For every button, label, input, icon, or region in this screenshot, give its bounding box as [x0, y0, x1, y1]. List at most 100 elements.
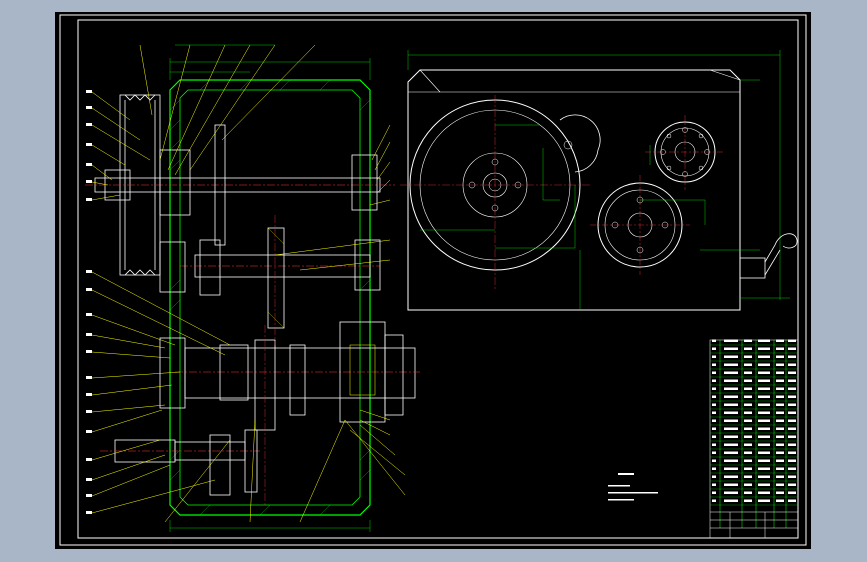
parts-list-cell-mark [776, 443, 784, 446]
parts-list-cell-mark [724, 395, 738, 398]
parts-list-cell-mark [724, 371, 738, 374]
parts-list-cell-mark [744, 355, 752, 358]
parts-list-table [709, 339, 799, 539]
parts-list-cell-mark [744, 467, 752, 470]
parts-list-cell-mark [744, 363, 752, 366]
part-leaders-top [139, 44, 316, 176]
parts-list-cell-mark [776, 347, 784, 350]
parts-list-cell-mark [712, 347, 716, 350]
parts-list-cell-mark [744, 451, 752, 454]
parts-list-cell-mark [788, 467, 796, 470]
parts-list-cell-mark [744, 419, 752, 422]
parts-list-cell-mark [758, 499, 770, 502]
parts-list-cell-mark [758, 451, 770, 454]
parts-list-cell-mark [712, 419, 716, 422]
parts-list-cell-mark [724, 443, 738, 446]
parts-list-cell-mark [712, 387, 716, 390]
parts-list-cell-mark [724, 355, 738, 358]
parts-list-cell-mark [744, 491, 752, 494]
parts-list-cell-mark [724, 363, 738, 366]
parts-list-cell-mark [788, 403, 796, 406]
part-leaders-left [91, 91, 231, 514]
parts-list-cell-mark [724, 419, 738, 422]
parts-list-cell-mark [724, 499, 738, 502]
parts-list-cell-mark [744, 339, 752, 342]
parts-list-cell-mark [724, 451, 738, 454]
parts-list-cell-mark [788, 379, 796, 382]
parts-list-cell-mark [776, 403, 784, 406]
parts-list-cell-mark [776, 475, 784, 478]
parts-list-cell-mark [712, 451, 716, 454]
parts-list-cell-mark [724, 347, 738, 350]
drawing-frame [77, 19, 799, 539]
technical-requirements-note [608, 473, 658, 501]
parts-list-cell-mark [724, 427, 738, 430]
parts-list-cell-mark [712, 395, 716, 398]
parts-list-cell-mark [724, 475, 738, 478]
sheet-border [59, 14, 807, 546]
parts-list-cell-mark [744, 395, 752, 398]
parts-list-cell-mark [712, 339, 716, 342]
idler-gear [559, 114, 601, 173]
parts-list-cell-mark [758, 355, 770, 358]
parts-list-cell-mark [712, 467, 716, 470]
parts-list-cell-mark [712, 427, 716, 430]
front-section-view [85, 44, 420, 532]
parts-list-cell-mark [788, 443, 796, 446]
parts-list-cell-mark [788, 475, 796, 478]
parts-list-cell-mark [744, 459, 752, 462]
parts-list-cell-mark [744, 483, 752, 486]
output-shaft [159, 321, 420, 431]
parts-list-cell-mark [788, 371, 796, 374]
parts-list-cell-mark [758, 395, 770, 398]
parts-list-cell-mark [744, 435, 752, 438]
parts-list-cell-mark [788, 435, 796, 438]
parts-list-cell-mark [776, 355, 784, 358]
parts-list-cell-mark [776, 379, 784, 382]
parts-list-cell-mark [724, 403, 738, 406]
parts-list-cell-mark [758, 379, 770, 382]
parts-list-cell-mark [788, 387, 796, 390]
parts-list-cell-mark [724, 387, 738, 390]
parts-list-cell-mark [776, 363, 784, 366]
parts-list-cell-mark [776, 419, 784, 422]
hand-crank [739, 233, 798, 279]
housing-inner-wall [179, 89, 361, 506]
parts-list-cell-mark [744, 475, 752, 478]
parts-list-cell-mark [724, 459, 738, 462]
parts-list-cell-mark [712, 483, 716, 486]
parts-list-cell-mark [724, 339, 738, 342]
parts-list-cell-mark [788, 459, 796, 462]
side-dimensions [420, 124, 760, 310]
parts-list-cell-mark [712, 363, 716, 366]
parts-list-cell-mark [724, 411, 738, 414]
parts-list-cell-mark [712, 475, 716, 478]
parts-list-cell-mark [724, 435, 738, 438]
parts-list-cell-mark [758, 435, 770, 438]
parts-list-cell-mark [744, 411, 752, 414]
parts-list-cell-mark [744, 387, 752, 390]
parts-list-cell-mark [724, 467, 738, 470]
parts-list-cell-mark [744, 347, 752, 350]
parts-list-cell-mark [758, 387, 770, 390]
parts-list-cell-mark [788, 451, 796, 454]
parts-list-cell-mark [788, 395, 796, 398]
parts-list-cell-mark [712, 491, 716, 494]
parts-list-cell-mark [758, 419, 770, 422]
parts-list-cell-mark [776, 427, 784, 430]
parts-list-cell-mark [758, 467, 770, 470]
parts-list-cell-mark [712, 355, 716, 358]
parts-list-cell-mark [712, 379, 716, 382]
title-block-bottom [710, 511, 798, 538]
parts-list-cell-mark [776, 435, 784, 438]
parts-list-cell-mark [758, 427, 770, 430]
parts-list-cell-mark [776, 451, 784, 454]
parts-list-cell-mark [788, 427, 796, 430]
parts-list-cell-mark [788, 483, 796, 486]
parts-list-cell-mark [758, 403, 770, 406]
parts-list-cell-mark [758, 339, 770, 342]
parts-list-cell-mark [788, 363, 796, 366]
parts-list-cell-mark [744, 443, 752, 446]
parts-list-cell-mark [712, 371, 716, 374]
parts-list-cell-mark [758, 371, 770, 374]
